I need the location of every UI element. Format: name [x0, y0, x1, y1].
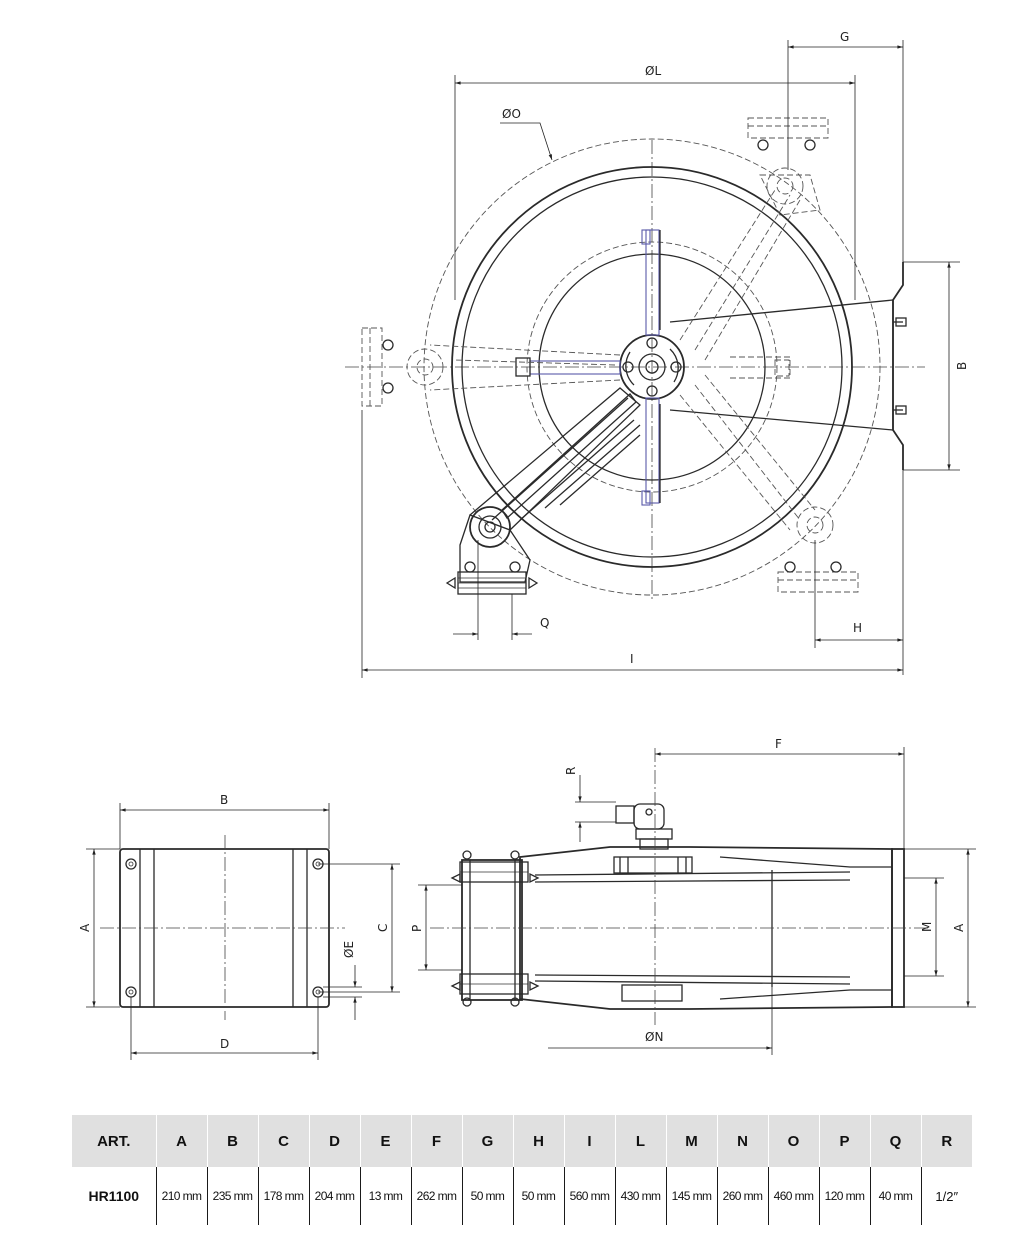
section-view: R F P M A ØN [410, 737, 976, 1055]
cell-l: 430 mm [614, 1167, 666, 1225]
header-e: E [359, 1115, 411, 1167]
cell-f: 262 mm [410, 1167, 462, 1225]
dim-label-A-section: A [952, 923, 966, 932]
dim-label-G: G [840, 30, 849, 44]
header-f: F [410, 1115, 462, 1167]
header-i: I [563, 1115, 615, 1167]
dim-label-C: C [376, 924, 390, 932]
cell-q: 40 mm [869, 1167, 921, 1225]
cell-g: 50 mm [461, 1167, 513, 1225]
dim-label-L: ØL [645, 64, 661, 78]
dim-label-B-base: B [220, 793, 228, 807]
table-row: HR1100 210 mm 235 mm 178 mm 204 mm 13 mm… [72, 1167, 972, 1225]
dim-label-E: ØE [342, 941, 356, 958]
header-r: R [920, 1115, 972, 1167]
dim-label-M: M [920, 922, 934, 932]
cell-art: HR1100 [88, 1188, 140, 1204]
header-h: H [512, 1115, 564, 1167]
dim-label-I: I [630, 652, 634, 666]
cell-i: 560 mm [563, 1167, 615, 1225]
cell-p: 120 mm [818, 1167, 870, 1225]
dim-label-A-base: A [78, 923, 92, 932]
header-g: G [461, 1115, 513, 1167]
header-l: L [614, 1115, 666, 1167]
cell-r: 1/2″ [920, 1167, 972, 1225]
cell-e: 13 mm [359, 1167, 411, 1225]
header-p: P [818, 1115, 870, 1167]
cell-m: 145 mm [665, 1167, 717, 1225]
dim-label-R: R [564, 767, 578, 775]
dim-label-O: ØO [502, 107, 521, 121]
dim-label-Q: Q [540, 616, 549, 630]
header-d: D [308, 1115, 360, 1167]
dim-label-N: ØN [645, 1030, 663, 1044]
cell-a: 210 mm [155, 1167, 207, 1225]
base-plate-view: B A C ØE D [78, 793, 400, 1060]
cell-o: 460 mm [767, 1167, 819, 1225]
cell-b: 235 mm [206, 1167, 258, 1225]
header-m: M [665, 1115, 717, 1167]
header-o: O [767, 1115, 819, 1167]
technical-drawing: ØL G ØO B Q H I [78, 30, 976, 1060]
header-art: ART. [72, 1115, 156, 1167]
header-a: A [155, 1115, 207, 1167]
dim-label-D: D [220, 1037, 229, 1051]
dim-label-F: F [775, 737, 782, 751]
dim-label-B-front: B [955, 362, 969, 370]
cell-n: 260 mm [716, 1167, 768, 1225]
front-view: ØL G ØO B Q H I [345, 30, 969, 678]
header-c: C [257, 1115, 309, 1167]
header-q: Q [869, 1115, 921, 1167]
dimension-table: ART. A B C D E F G H I L M N O P Q R HR1… [72, 1115, 972, 1225]
cell-c: 178 mm [257, 1167, 309, 1225]
dim-label-P: P [410, 925, 424, 932]
cell-h: 50 mm [512, 1167, 564, 1225]
header-n: N [716, 1115, 768, 1167]
dim-label-H: H [853, 621, 862, 635]
cell-d: 204 mm [308, 1167, 360, 1225]
header-b: B [206, 1115, 258, 1167]
table-header-row: ART. A B C D E F G H I L M N O P Q R [72, 1115, 972, 1167]
